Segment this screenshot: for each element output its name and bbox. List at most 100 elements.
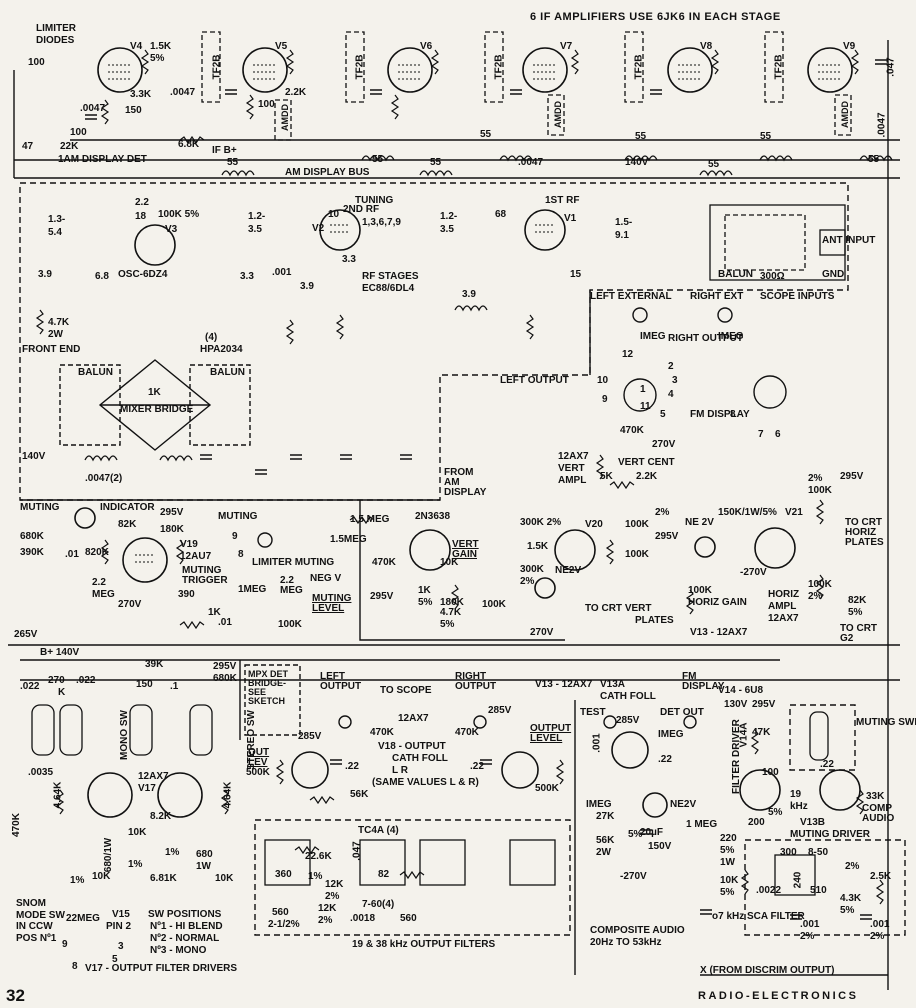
balun-ant: BALUN	[718, 269, 753, 280]
amdd-3: AMDD	[840, 101, 850, 128]
r-12k-b: 12K	[318, 903, 337, 914]
v14-6u8: V14 - 6U8	[718, 685, 764, 696]
c-0047-a: .0047	[170, 87, 196, 98]
khz-19: 19	[790, 789, 802, 800]
muting-trigger: MUTING TRIGGER	[182, 565, 228, 586]
left-output-scope: LEFT OUTPUT	[500, 375, 569, 386]
ne2v-horiz: NE 2V	[685, 517, 714, 528]
tube-12ax7-v18: 12AX7	[398, 713, 429, 724]
l-55-e: 55	[635, 131, 647, 142]
r-5pct-sca: 5%	[720, 887, 735, 898]
cap-3-3-a: 3.3	[240, 271, 254, 282]
tube-v8: V8	[700, 41, 713, 52]
cap-3-5-b: 3.5	[440, 224, 454, 235]
l-3-9-c: 3.9	[462, 289, 476, 300]
meg-mut: MEG	[92, 589, 115, 600]
from-am-display: FROM AM DISPLAY	[444, 467, 487, 498]
tube-v6: V6	[420, 41, 433, 52]
r-33k: 33K	[866, 791, 885, 802]
ec88: EC88/6DL4	[362, 283, 415, 294]
c-240: 240	[792, 871, 804, 889]
tube-v2: V2	[312, 223, 325, 234]
v13a-label: V13A	[600, 679, 626, 690]
c-2pct-sca: 2%	[800, 931, 815, 942]
right-ext: RIGHT EXT	[690, 291, 744, 302]
c-8-50: 8-50	[808, 847, 829, 858]
diodes-label: DIODES	[36, 35, 75, 46]
cath-foll-v18: CATH FOLL	[392, 753, 448, 764]
r-200: 200	[748, 817, 765, 828]
r-6-8k: 6.8K	[178, 139, 200, 150]
c-022-b: .022	[76, 675, 96, 686]
indicator-label: INDICATOR	[100, 502, 155, 513]
cath-foll-v13: CATH FOLL	[600, 691, 656, 702]
r-12k-a: 12K	[325, 879, 344, 890]
to-crt-g2: TO CRT G2	[840, 623, 878, 644]
r-47: 47	[22, 141, 34, 152]
rf2-label: 2ND RF	[343, 204, 380, 215]
msw-3: 3	[118, 941, 124, 952]
r-10k-va: 10K	[440, 557, 459, 568]
if-note: 6 IF AMPLIFIERS USE 6JK6 IN EACH STAGE	[530, 11, 781, 23]
if-bplus: IF B+	[212, 145, 237, 156]
sw-6: 6	[775, 429, 781, 440]
r-1pct-c: 1%	[128, 859, 143, 870]
from-discrim: X (FROM DISCRIM OUTPUT)	[700, 965, 835, 976]
tube-v17-name: 12AX7	[138, 771, 169, 782]
v-270-va: 270V	[530, 627, 554, 638]
r-4-7k-va: 4.7K	[440, 607, 462, 618]
v-270-vc: 270V	[652, 439, 676, 450]
r-2-2k-vc: 2.2K	[636, 471, 658, 482]
tube-v21: V21	[785, 507, 803, 518]
r-1w-b: 1W	[196, 861, 211, 872]
r-300k-b: 300K	[520, 564, 544, 575]
sw-4: 4	[668, 389, 674, 400]
c-0018: .0018	[350, 913, 376, 924]
c-100-ra: 100	[762, 767, 779, 778]
rf2-pins: 1,3,6,7,9	[362, 217, 401, 228]
am-display-bus: AM DISPLAY BUS	[285, 167, 370, 178]
composite-range: 20Hz TO 53kHz	[590, 937, 662, 948]
r-680k-aud: 680K	[213, 673, 237, 684]
v-130: 130V	[724, 699, 748, 710]
sw-7: 7	[758, 429, 764, 440]
mpx-det: MPX DET BRIDGE- SEE SKETCH	[248, 669, 289, 706]
r-2pct-sca: 2%	[845, 861, 860, 872]
r-180k-va: 180K	[440, 597, 464, 608]
cap-18: 18	[135, 211, 147, 222]
ant-input: ANT INPUT	[822, 235, 876, 246]
l-3-9-b: 3.9	[300, 281, 314, 292]
v-270-mut: 270V	[118, 599, 142, 610]
v-295-mut: 295V	[160, 507, 184, 518]
mixer-bridge: MIXER BRIDGE	[120, 404, 194, 415]
ne2v-va: NE2V	[555, 565, 582, 576]
r-2-1-2: 2-1/2%	[268, 919, 300, 930]
v-285-l: 285V	[298, 731, 322, 742]
left-output-aud: LEFT OUTPUT	[320, 671, 362, 692]
vert-name: VERT	[558, 463, 585, 474]
muting-switch: MUTING SWITCH	[856, 717, 916, 728]
sw-3: 3	[672, 375, 678, 386]
r-100: 100	[28, 57, 45, 68]
v13-12ax7-aud: V13 - 12AX7	[535, 679, 593, 690]
imeg-ra: IMEG	[658, 729, 684, 740]
r-4-64k-a: 4.64K	[52, 781, 64, 809]
tube-v4: V4	[130, 41, 143, 52]
c-01-mut2: .01	[218, 617, 232, 628]
r-500k-a: 500K	[246, 767, 270, 778]
r-2-2k-v5: 2.2K	[285, 87, 307, 98]
r-8-2k: 8.2K	[150, 811, 172, 822]
r-10k-c: 10K	[215, 873, 234, 884]
r-56k-ra: 56K	[596, 835, 615, 846]
tube-v7: V7	[560, 41, 573, 52]
c-022-a: .022	[20, 681, 40, 692]
l-55-f: 55	[760, 131, 772, 142]
magazine-name: RADIO-ELECTRONICS	[698, 990, 859, 1002]
scope-inputs: SCOPE INPUTS	[760, 291, 835, 302]
det-out-label: DET OUT	[660, 707, 704, 718]
rf1-label: 1ST RF	[545, 195, 580, 206]
r-300k-2: 300K 2%	[520, 517, 562, 528]
r-470k-aud: 470K	[10, 813, 22, 837]
sw-11: 11	[640, 401, 651, 412]
tube-v1: V1	[564, 213, 577, 224]
